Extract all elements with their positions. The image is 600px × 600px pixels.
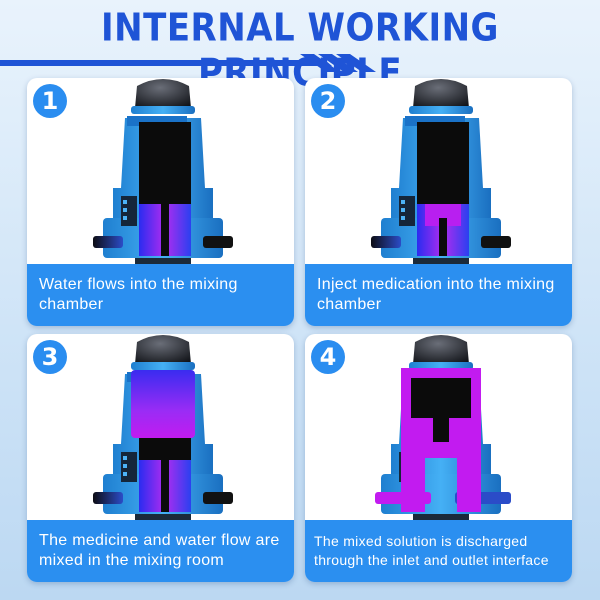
- step-card-1: 1 Water flows into the mixing chamber: [27, 78, 294, 326]
- step-caption: Inject medication into the mixing chambe…: [305, 264, 572, 326]
- step-caption: Water flows into the mixing chamber: [27, 264, 294, 326]
- step-number-badge: 2: [311, 84, 345, 118]
- dispenser-illustration: [375, 335, 511, 520]
- step-card-2: 2 Inject medication into the mixing cham…: [305, 78, 572, 326]
- step-card-4: 4 The mixed solution is discharged throu…: [305, 334, 572, 582]
- step-number-badge: 3: [33, 340, 67, 374]
- step-card-3: 3 The medicine and water flow are mixed …: [27, 334, 294, 582]
- step-number-badge: 1: [33, 84, 67, 118]
- decorative-stripes: [0, 54, 376, 72]
- dispenser-illustration: [93, 79, 233, 264]
- page-title: INTERNAL WORKING PRINCIPLE: [101, 6, 499, 96]
- step-number-badge: 4: [311, 340, 345, 374]
- dispenser-illustration: [371, 79, 511, 264]
- step-caption: The medicine and water flow are mixed in…: [27, 520, 294, 582]
- dispenser-illustration: [93, 335, 233, 520]
- step-caption: The mixed solution is discharged through…: [305, 520, 572, 582]
